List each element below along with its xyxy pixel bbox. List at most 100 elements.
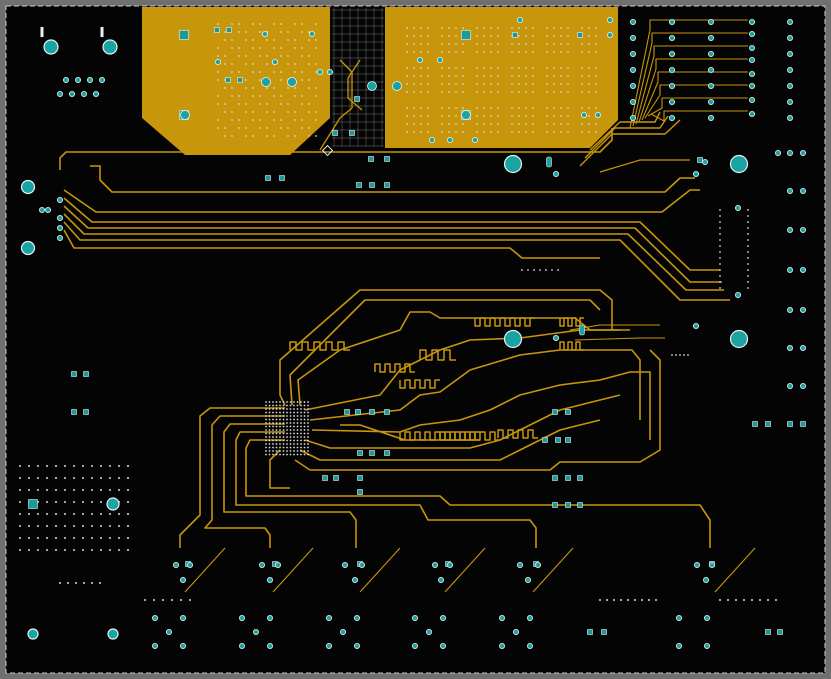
via [353,643,360,650]
via [630,51,637,58]
silk-dot [282,439,285,442]
silk-dot [511,67,513,69]
via [266,615,273,622]
silk-dot [719,227,721,229]
via [708,51,715,58]
silk-dot [300,436,302,438]
silk-dot [518,51,520,53]
copper-trace [272,547,314,593]
silk-dot [308,55,310,57]
silk-dot [553,123,555,125]
silk-dot [293,443,295,445]
silk-dot [420,67,422,69]
copper-trace [279,289,613,406]
silk-dot [294,63,296,65]
silk-dot [490,123,492,125]
silk-dot [588,51,590,53]
silk-dot [238,23,240,25]
smd-pad [357,489,363,495]
silk-dot [532,75,534,77]
silk-dot [294,47,296,49]
silk-dot [275,404,278,407]
silk-dot [273,111,275,113]
silk-dot [293,450,295,452]
silk-dot [118,465,120,467]
silk-dot [245,111,247,113]
silk-dot [545,269,547,271]
silk-dot [308,135,310,137]
silk-dot [751,599,753,601]
silk-dot [675,354,677,356]
silk-dot [476,75,478,77]
via [749,18,756,25]
silk-dot [420,131,422,133]
silk-dot [307,422,309,424]
silk-dot [483,35,485,37]
smd-pad [369,182,375,188]
silk-dot [462,75,464,77]
silk-dot [286,436,288,438]
silk-dot [497,67,499,69]
silk-dot [448,67,450,69]
silk-dot [238,71,240,73]
mounting-hole [43,39,59,55]
silk-dot [315,87,317,89]
silk-dot [315,39,317,41]
silk-dot [462,43,464,45]
silk-dot [553,107,555,109]
silk-dot [560,91,562,93]
via [63,77,70,84]
silk-dot [275,432,278,435]
silk-dot [406,83,408,85]
silk-dot [462,123,464,125]
smd-pad [333,475,339,481]
silk-dot [301,23,303,25]
silk-dot [307,411,309,414]
silk-dot [300,408,302,410]
silk-dot [275,411,278,414]
silk-dot [588,35,590,37]
silk-dot [19,549,21,551]
silk-dot [420,51,422,53]
copper-trace [399,379,440,389]
via [630,18,637,25]
silk-dot [413,27,415,29]
silk-dot [293,425,295,428]
silk-dot [46,525,48,527]
silk-dot [287,55,289,57]
silk-dot [268,453,271,456]
silk-dot [525,43,527,45]
silk-dot [282,415,285,417]
via [800,382,807,389]
smd-pad [226,27,232,33]
silk-dot [427,107,429,109]
silk-dot [747,239,749,241]
silk-dot [560,131,562,133]
via [439,615,446,622]
silk-dot [448,43,450,45]
silk-dot [275,408,278,410]
copper-trace [641,71,748,121]
silk-dot [272,408,274,410]
copper-trace [235,431,537,548]
silk-dot [455,115,457,117]
silk-dot [55,489,57,491]
silk-dot [300,422,302,424]
silk-dot [427,35,429,37]
silk-dot [303,422,306,424]
via [266,643,273,650]
silk-dot [272,415,274,417]
silk-dot [315,111,317,113]
silk-dot [546,27,548,29]
silk-dot [127,513,129,515]
silk-dot [46,537,48,539]
copper-trace [574,337,665,341]
silk-dot [567,123,569,125]
via [749,30,756,37]
silk-dot [287,127,289,129]
silk-dot [518,91,520,93]
silk-dot [406,131,408,133]
via [787,83,794,90]
silk-dot [303,411,306,414]
silk-dot [282,446,285,449]
